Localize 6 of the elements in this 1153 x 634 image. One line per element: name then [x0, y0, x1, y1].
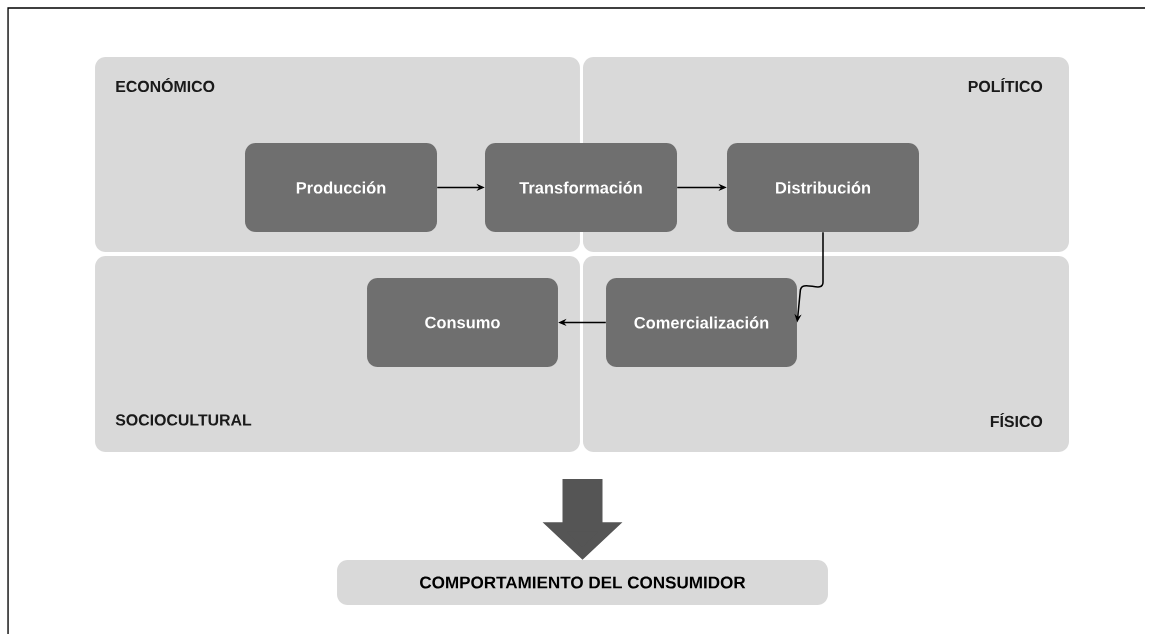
process-box: Comercialización [606, 278, 797, 367]
process-box: Consumo [367, 278, 558, 367]
process-box: Distribución [727, 143, 919, 232]
result-box: COMPORTAMIENTO DEL CONSUMIDOR [337, 560, 828, 605]
process-box: Producción [245, 143, 437, 232]
process-box: Transformación [485, 143, 677, 232]
